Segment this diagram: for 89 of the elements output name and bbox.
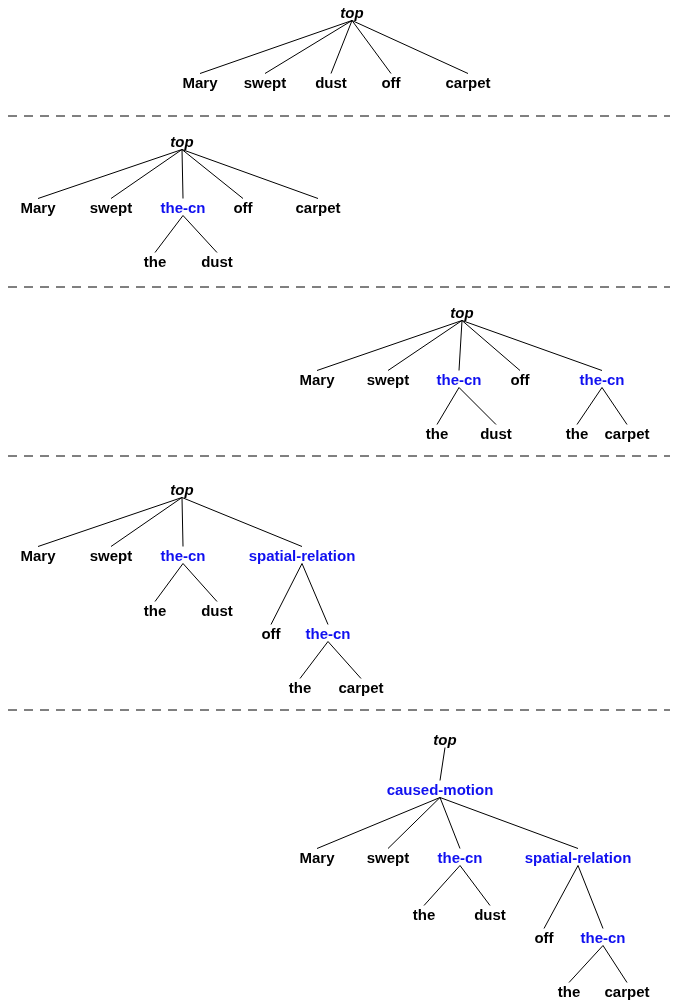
tree-branch — [436, 387, 460, 425]
tree-branch — [351, 20, 392, 74]
tree-branch — [459, 865, 491, 906]
tree-branch — [439, 797, 579, 849]
tree-node-label: top — [432, 730, 458, 748]
tree-branch — [264, 20, 353, 74]
tree-node-label: Mary — [298, 848, 336, 866]
tree-branch — [270, 563, 303, 625]
tree-node-label: swept — [88, 546, 134, 564]
tree-node-label: top — [339, 3, 365, 21]
tree-node-label: dust — [314, 73, 348, 91]
tree-branch — [316, 797, 441, 849]
tree-node-label: the — [411, 905, 437, 923]
tree-branch — [458, 320, 463, 371]
tree-branch — [439, 747, 446, 781]
tree-node-label: the-cn — [159, 198, 207, 216]
tree-node-label: dust — [473, 905, 507, 923]
tree-node-label: the-cn — [578, 370, 626, 388]
tree-branch — [327, 641, 362, 679]
tree-branch — [423, 865, 461, 906]
tree-branch — [387, 320, 463, 371]
tree-node-label: the — [424, 424, 450, 442]
tree-branch — [439, 797, 461, 849]
tree-branch — [182, 563, 218, 602]
tree-branch — [182, 215, 218, 253]
tree-branch — [461, 320, 603, 371]
tree-node-label: off — [509, 370, 531, 388]
tree-branch — [387, 797, 441, 849]
tree-branch — [351, 20, 469, 74]
tree-node-label: swept — [88, 198, 134, 216]
tree-branch — [316, 320, 463, 371]
tree-node-label: Mary — [298, 370, 336, 388]
tree-node-label: the — [142, 252, 168, 270]
tree-branch — [181, 149, 244, 199]
tree-branch — [37, 497, 183, 547]
tree-node-label: off — [380, 73, 402, 91]
tree-branch — [110, 149, 183, 199]
tree-branch — [576, 387, 603, 425]
tree-node-label: caused-motion — [385, 780, 495, 798]
tree-branch — [154, 563, 184, 602]
tree-node-label: Mary — [19, 198, 57, 216]
tree-node-label: the — [556, 982, 582, 1000]
tree-branch — [181, 149, 184, 199]
tree-node-label: top — [449, 303, 475, 321]
tree-node-label: carpet — [444, 73, 492, 91]
tree-node-label: the — [142, 601, 168, 619]
tree-node-label: the-cn — [304, 624, 352, 642]
tree-branch — [181, 497, 184, 547]
tree-node-label: the-cn — [579, 928, 627, 946]
tree-node-label: swept — [242, 73, 288, 91]
tree-node-label: off — [533, 928, 555, 946]
tree-branch — [602, 945, 628, 983]
tree-node-label: the — [287, 678, 313, 696]
tree-branch — [568, 945, 604, 983]
tree-node-label: dust — [200, 601, 234, 619]
tree-node-label: carpet — [603, 982, 651, 1000]
tree-branch — [110, 497, 183, 547]
tree-branch — [601, 387, 628, 425]
tree-branch — [181, 497, 303, 547]
tree-node-label: top — [169, 480, 195, 498]
tree-branch — [458, 387, 497, 425]
tree-branch — [330, 20, 353, 74]
tree-branch — [543, 865, 579, 929]
tree-node-label: carpet — [603, 424, 651, 442]
tree-branch — [154, 215, 184, 253]
tree-node-label: carpet — [337, 678, 385, 696]
tree-node-label: carpet — [294, 198, 342, 216]
tree-node-label: spatial-relation — [247, 546, 357, 564]
tree-node-label: the — [564, 424, 590, 442]
tree-node-label: off — [232, 198, 254, 216]
tree-node-label: the-cn — [435, 370, 483, 388]
tree-branch — [299, 641, 329, 679]
tree-node-label: swept — [365, 370, 411, 388]
tree-node-label: spatial-relation — [523, 848, 633, 866]
tree-branch — [199, 20, 353, 74]
tree-node-label: off — [260, 624, 282, 642]
tree-branch — [181, 149, 319, 199]
tree-node-label: Mary — [19, 546, 57, 564]
tree-node-label: dust — [200, 252, 234, 270]
tree-node-label: the-cn — [436, 848, 484, 866]
tree-node-label: dust — [479, 424, 513, 442]
tree-branch — [37, 149, 183, 199]
tree-branch — [577, 865, 604, 929]
tree-branch — [461, 320, 521, 371]
tree-node-label: swept — [365, 848, 411, 866]
tree-node-label: the-cn — [159, 546, 207, 564]
tree-node-label: top — [169, 132, 195, 150]
tree-node-label: Mary — [181, 73, 219, 91]
tree-branch — [301, 563, 329, 625]
